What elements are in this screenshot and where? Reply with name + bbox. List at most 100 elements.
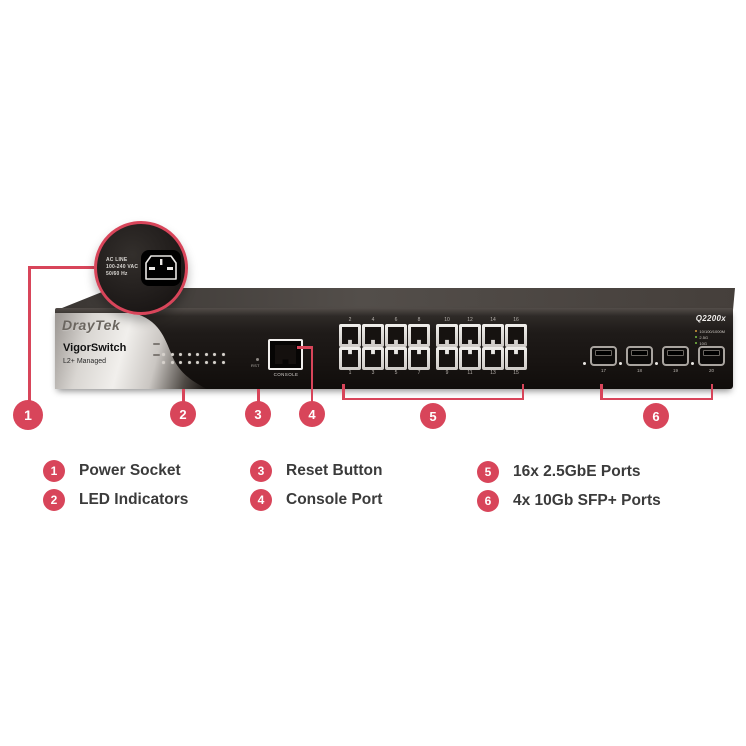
series-subtitle: L2+ Managed: [63, 358, 107, 365]
legend-label: Reset Button: [286, 462, 383, 479]
led-legend-item: [153, 340, 160, 345]
led-dot: [221, 353, 225, 356]
sfp-unit: 20: [691, 346, 725, 373]
rj45-jack-opening: [439, 327, 455, 344]
rj45-port: [436, 347, 458, 370]
power-rating-text: AC LINE 100-240 VAC 50/60 Hz: [106, 257, 138, 278]
rj45-jack-opening: [462, 327, 478, 344]
led-legend-dot: [155, 351, 158, 353]
power-rating-line: 100-240 VAC: [106, 264, 139, 270]
callout-marker-4: 4: [299, 401, 325, 427]
switch-top-surface: [57, 288, 735, 310]
led-dot: [162, 353, 165, 356]
rj45-column: 12 11: [459, 317, 481, 377]
port-number-top: 12: [467, 317, 473, 323]
led-legend-item: [153, 351, 160, 356]
led-dot: [196, 353, 199, 356]
sfp-led: [655, 362, 658, 365]
legend-label: LED Indicators: [79, 491, 189, 508]
rj45-port: [408, 324, 430, 347]
speed-legend-label: 2.5G: [699, 334, 709, 340]
sfp-number: 17: [600, 368, 606, 373]
led-legend-bar: [153, 354, 160, 356]
sfp-unit: 19: [655, 346, 689, 373]
legend-label: 4x 10Gb SFP+ Ports: [513, 492, 661, 509]
legend-badge: 2: [43, 489, 65, 511]
led-dot: [170, 361, 174, 364]
rj45-port: [436, 324, 458, 347]
speed-legend-row: 10G: [695, 340, 725, 346]
led-dot: [179, 361, 182, 364]
port-number-bottom: 1: [348, 370, 352, 376]
sfp-port: 17: [590, 346, 617, 373]
rj45-jack-opening: [411, 350, 427, 367]
bracket-6: [600, 384, 603, 400]
sfp-cage: [698, 346, 725, 366]
power-inlet-outline: [145, 255, 177, 280]
rj45-port: [505, 347, 527, 370]
legend-label: 16x 2.5GbE Ports: [513, 463, 641, 480]
legend-item-reset-button: 3 Reset Button: [250, 460, 382, 482]
led-dot: [187, 353, 191, 356]
power-rating-line: 50/60 Hz: [106, 271, 128, 277]
sfp-led: [583, 362, 586, 365]
brand-logo: DrayTek: [62, 317, 121, 333]
leader-line-4: [310, 346, 313, 402]
led-legend: [153, 340, 160, 362]
port-number-top: 6: [394, 317, 398, 323]
speed-legend-label: 10/100/1000M: [699, 328, 725, 334]
port-number-bottom: 3: [371, 370, 375, 376]
console-port: [268, 339, 303, 370]
legend-badge: 5: [477, 461, 499, 483]
leader-line-2: [182, 389, 185, 402]
callout-marker-5: 5: [420, 403, 446, 429]
led-dot: [213, 353, 216, 356]
led-matrix: [162, 353, 230, 369]
rj45-port: [482, 324, 504, 347]
rj45-jack-opening: [508, 327, 524, 344]
rj45-jack-opening: [388, 350, 404, 367]
reset-label: RST: [251, 363, 260, 368]
callout-marker-3: 3: [245, 401, 271, 427]
speed-legend-label: 10G: [699, 340, 707, 346]
port-number-top: 8: [417, 317, 421, 323]
legend-badge: 6: [477, 490, 499, 512]
led-legend-bar: [153, 343, 160, 345]
callout-marker-2: 2: [170, 401, 196, 427]
port-number-bottom: 11: [467, 370, 473, 376]
rj45-port: [339, 347, 361, 370]
led-dot: [204, 361, 208, 364]
sfp-cage: [662, 346, 689, 366]
led-dot: [221, 361, 225, 364]
port-number-bottom: 15: [513, 370, 519, 376]
callout-marker-6: 6: [643, 403, 669, 429]
sfp-cage: [590, 346, 617, 366]
rj45-port: [505, 324, 527, 347]
leader-line-3: [257, 389, 260, 402]
speed-legend-dot: [695, 336, 698, 338]
legend-item-led-indicators: 2 LED Indicators: [43, 489, 188, 511]
port-number-top: 14: [490, 317, 496, 323]
leader-line-1: [28, 266, 94, 269]
leader-line-4: [297, 346, 313, 349]
led-dot: [179, 353, 182, 356]
legend-item-sfp-ports: 6 4x 10Gb SFP+ Ports: [477, 490, 661, 512]
legend-item-console-port: 4 Console Port: [250, 489, 382, 511]
bracket-6: [600, 397, 713, 400]
bracket-5: [342, 397, 524, 400]
port-number-top: 4: [371, 317, 375, 323]
power-socket-zoom-bubble: AC LINE 100-240 VAC 50/60 Hz: [94, 221, 188, 315]
rj45-jack-opening: [462, 350, 478, 367]
legend-label: Console Port: [286, 491, 383, 508]
port-number-bottom: 7: [417, 370, 421, 376]
power-rating-line: AC LINE: [106, 257, 128, 263]
speed-legend-row: 10/100/1000M: [695, 328, 725, 334]
rj45-port: [362, 347, 384, 370]
rj45-jack-opening: [365, 327, 381, 344]
sfp-unit: 18: [619, 346, 653, 373]
led-dot: [213, 361, 216, 364]
